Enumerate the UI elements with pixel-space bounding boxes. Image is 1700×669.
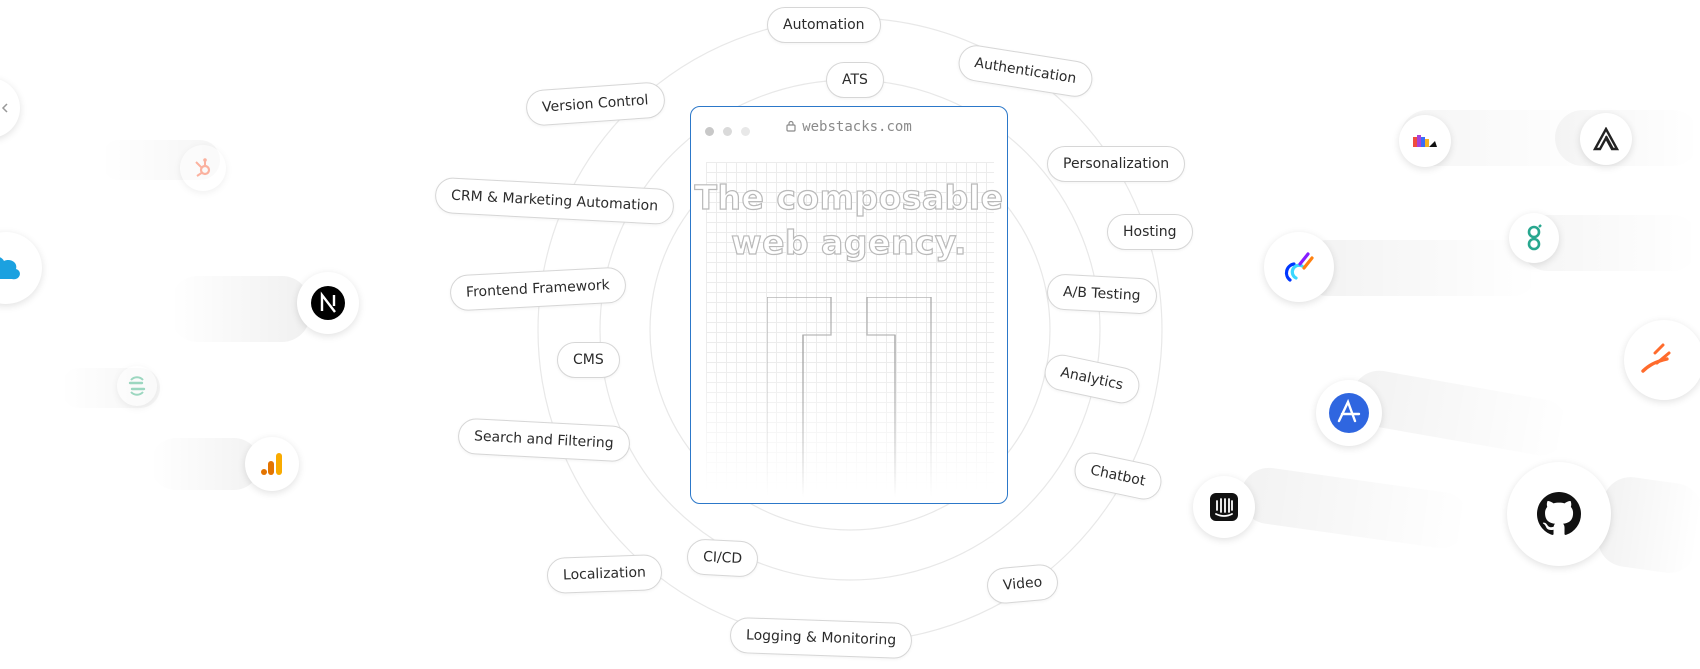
trail xyxy=(1237,464,1473,552)
logo-badge-salesforce[interactable] xyxy=(0,232,42,304)
category-hosting[interactable]: Hosting xyxy=(1107,214,1193,250)
algolia-icon xyxy=(1413,135,1437,147)
logo-badge-contentful[interactable] xyxy=(1624,320,1700,400)
category-cms[interactable]: CMS xyxy=(557,342,620,378)
chevron-left-icon xyxy=(1,103,8,113)
logo-badge-nextjs[interactable] xyxy=(297,272,359,334)
url-text: webstacks.com xyxy=(802,119,912,135)
nextjs-icon xyxy=(311,286,345,320)
logo-badge-sanity[interactable] xyxy=(1580,113,1632,165)
window-dot-minimize xyxy=(723,127,732,136)
address-bar: webstacks.com xyxy=(691,119,1007,135)
category-ab-testing[interactable]: A/B Testing xyxy=(1046,273,1158,315)
trail xyxy=(170,276,310,342)
intercom-icon xyxy=(1210,493,1238,521)
category-analytics[interactable]: Analytics xyxy=(1041,351,1143,407)
grid-background xyxy=(706,162,994,492)
category-authentication[interactable]: Authentication xyxy=(956,42,1095,100)
category-logging-monitoring[interactable]: Logging & Monitoring xyxy=(729,616,913,660)
category-chatbot[interactable]: Chatbot xyxy=(1071,449,1165,503)
category-version-control[interactable]: Version Control xyxy=(524,81,666,127)
logo-badge-optimizely[interactable] xyxy=(1264,232,1334,302)
window-dot-maximize xyxy=(741,127,750,136)
trail xyxy=(150,438,260,490)
gatsby-icon xyxy=(1527,224,1542,251)
github-icon xyxy=(1537,492,1581,535)
lock-icon xyxy=(786,120,796,132)
logo-badge-intercom[interactable] xyxy=(1193,476,1255,538)
webstacks-logo-outline xyxy=(767,297,932,497)
logo-badge-google-analytics[interactable] xyxy=(245,437,299,491)
contentful-icon xyxy=(1641,343,1671,373)
category-search-filtering[interactable]: Search and Filtering xyxy=(457,417,631,463)
salesforce-icon xyxy=(0,257,20,280)
hero-line-1: The composable xyxy=(694,177,1004,217)
trail xyxy=(1594,473,1700,577)
browser-window: webstacks.com The composable web agency. xyxy=(690,106,1008,504)
hero-line-2: web agency. xyxy=(730,222,967,262)
category-video[interactable]: Video xyxy=(985,562,1060,606)
category-localization[interactable]: Localization xyxy=(546,554,663,594)
segment-icon xyxy=(128,376,146,396)
hero-heading: The composable web agency. xyxy=(691,175,1007,265)
category-automation[interactable]: Automation xyxy=(767,7,881,43)
logo-badge-hubspot[interactable] xyxy=(180,145,226,191)
amplitude-icon xyxy=(1329,393,1369,433)
logo-badge-cutoff[interactable] xyxy=(0,78,20,138)
category-ats[interactable]: ATS xyxy=(826,62,884,98)
logo-badge-algolia[interactable] xyxy=(1399,115,1451,167)
hubspot-icon xyxy=(195,158,211,177)
google-analytics-icon xyxy=(261,453,282,475)
logo-badge-github[interactable] xyxy=(1507,462,1611,566)
trail xyxy=(1300,240,1540,296)
category-frontend-framework[interactable]: Frontend Framework xyxy=(449,266,627,312)
logo-badge-amplitude[interactable] xyxy=(1316,380,1382,446)
category-crm[interactable]: CRM & Marketing Automation xyxy=(434,176,675,226)
optimizely-icon xyxy=(1284,252,1314,282)
logo-badge-gatsby[interactable] xyxy=(1509,213,1559,263)
logo-badge-segment[interactable] xyxy=(117,366,157,406)
sanity-icon xyxy=(1593,127,1619,151)
category-personalization[interactable]: Personalization xyxy=(1047,146,1186,182)
category-cicd[interactable]: CI/CD xyxy=(686,538,760,578)
window-dot-close xyxy=(705,127,714,136)
